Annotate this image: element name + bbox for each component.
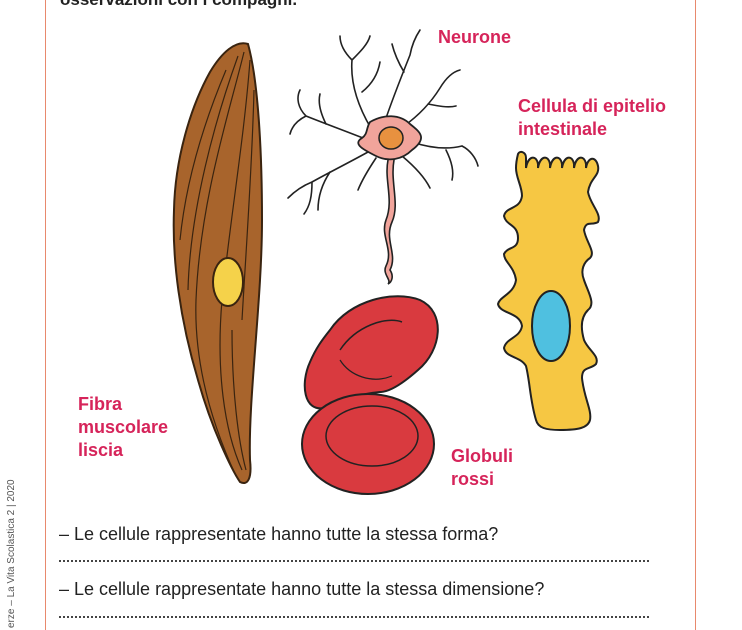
red-blood-cells-icon: [301, 295, 439, 495]
muscle-label-line1: Fibra: [78, 394, 123, 414]
epithelium-label-line1: Cellula di epitelio: [518, 96, 667, 116]
neuron-nucleus: [378, 126, 404, 150]
epithelium-label-line2: intestinale: [518, 119, 608, 139]
answer-line-1[interactable]: [59, 560, 649, 562]
blood-label-line1: Globuli: [451, 446, 513, 466]
epithelial-cell-icon: [496, 150, 600, 432]
page-border-right: [695, 0, 696, 630]
muscle-cell-icon: [172, 42, 264, 484]
question-size: – Le cellule rappresentate hanno tutte l…: [59, 579, 545, 599]
blood-label-line2: rossi: [451, 469, 495, 489]
question-shape: – Le cellule rappresentate hanno tutte l…: [59, 524, 499, 544]
muscle-label-line3: liscia: [78, 440, 124, 460]
neuron-cell-icon: [287, 29, 479, 285]
page-border-left: [45, 0, 46, 630]
muscle-label-line2: muscolare: [78, 417, 169, 437]
epithelial-nucleus: [531, 290, 571, 362]
instruction-text: osservazioni con i compagni.: [60, 0, 297, 10]
answer-line-2[interactable]: [59, 616, 649, 618]
neuron-label: Neurone: [438, 27, 512, 47]
muscle-nucleus: [212, 257, 244, 307]
